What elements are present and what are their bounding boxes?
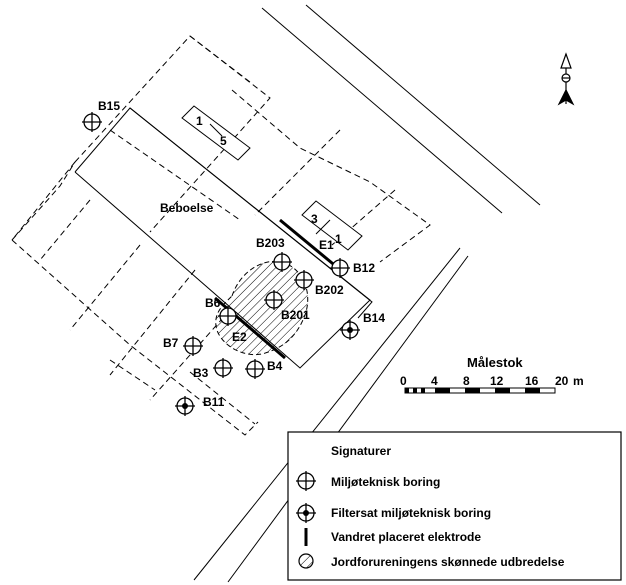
boring-label: B3 bbox=[193, 366, 209, 380]
north-arrow-icon bbox=[557, 52, 575, 106]
filtered-boring-icon bbox=[175, 396, 195, 416]
road-lines bbox=[193, 4, 541, 583]
boring-label: B4 bbox=[267, 359, 283, 373]
boring-label: B7 bbox=[163, 336, 179, 350]
hatched-circle-icon bbox=[298, 553, 314, 569]
legend: Signaturer Miljøteknisk boring Filtersat… bbox=[287, 431, 622, 581]
legend-title: Signaturer bbox=[331, 444, 391, 458]
plot-number: 1 bbox=[196, 114, 203, 128]
scale-tick: 12 bbox=[490, 374, 504, 388]
boring-label: B202 bbox=[315, 283, 344, 297]
boring-label: B6 bbox=[205, 296, 221, 310]
scale-unit: m bbox=[573, 374, 584, 388]
boring-icon bbox=[245, 359, 265, 379]
plot-number: 3 bbox=[311, 212, 318, 226]
scale-tick: 0 bbox=[400, 374, 407, 388]
boring-icon bbox=[330, 258, 350, 278]
boring-icon bbox=[82, 112, 102, 132]
scale-bar: Målestok 0 4 8 12 16 20 m bbox=[400, 355, 584, 394]
scale-tick: 4 bbox=[431, 374, 438, 388]
boring-label: B201 bbox=[281, 308, 310, 322]
scale-tick: 8 bbox=[463, 374, 470, 388]
building-label: Beboelse bbox=[160, 201, 214, 215]
boring-icon bbox=[213, 358, 233, 378]
scale-tick: 20 bbox=[555, 374, 569, 388]
electrode-label: E1 bbox=[319, 238, 334, 252]
scale-tick: 16 bbox=[525, 374, 539, 388]
boring-label: B15 bbox=[98, 99, 120, 113]
scale-title: Målestok bbox=[467, 355, 523, 370]
legend-label: Filtersat miljøteknisk boring bbox=[331, 506, 491, 520]
legend-label: Miljøteknisk boring bbox=[331, 475, 440, 489]
boring-label: B14 bbox=[363, 311, 385, 325]
electrode-e1 bbox=[279, 218, 339, 270]
electrode-label: E2 bbox=[232, 330, 247, 344]
filtered-boring-icon bbox=[340, 320, 360, 340]
legend-label: Vandret placeret elektrode bbox=[331, 530, 481, 544]
plot-box-lower bbox=[301, 200, 363, 251]
boring-label: B12 bbox=[353, 261, 375, 275]
plot-number: 1 bbox=[335, 232, 342, 246]
plot-number: 5 bbox=[220, 134, 227, 148]
boring-icon bbox=[183, 336, 203, 356]
legend-label: Jordforureningens skønnede udbredelse bbox=[331, 555, 565, 569]
boring-label: B203 bbox=[256, 236, 285, 250]
boring-label: B11 bbox=[203, 395, 225, 409]
plot-box-upper bbox=[181, 105, 251, 161]
